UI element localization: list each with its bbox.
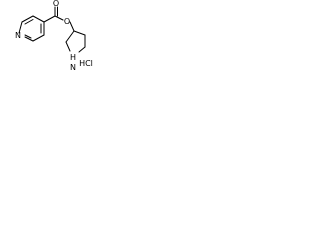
bond bbox=[65, 30, 75, 43]
carbonyl-oxygen-label: O bbox=[53, 0, 59, 8]
bond bbox=[73, 30, 86, 36]
pyrrolidine-nh-hydrogen-label: H bbox=[70, 53, 76, 62]
pyrrolidine-ring bbox=[65, 30, 86, 53]
bond bbox=[69, 21, 75, 32]
hcl-salt-label: HCl bbox=[79, 59, 93, 68]
pyridine-ring bbox=[18, 15, 45, 42]
bond bbox=[43, 15, 56, 23]
bond bbox=[18, 21, 23, 34]
bond bbox=[78, 46, 86, 53]
bond bbox=[21, 15, 34, 23]
chemical-structure: N O O H N HCl bbox=[15, 0, 93, 72]
ester-oxygen-label: O bbox=[64, 17, 70, 26]
bond bbox=[65, 41, 71, 52]
pyrrolidine-nitrogen-label: N bbox=[70, 63, 76, 72]
bond bbox=[32, 34, 45, 42]
pyridine-nitrogen-label: N bbox=[15, 31, 21, 40]
ester-group bbox=[43, 6, 75, 32]
bond bbox=[54, 15, 64, 21]
bond-double-inner bbox=[24, 34, 32, 39]
bond-double-inner bbox=[24, 19, 34, 25]
bond bbox=[24, 36, 34, 42]
bond bbox=[32, 15, 45, 23]
